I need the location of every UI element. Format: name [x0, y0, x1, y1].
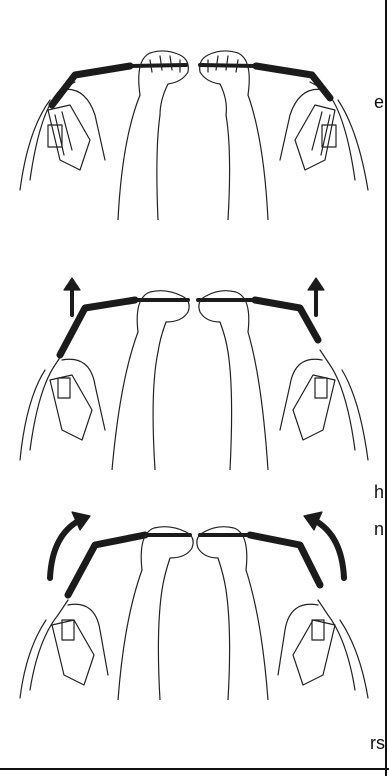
right-handle-bracket	[280, 350, 368, 460]
handle-bar	[52, 66, 330, 105]
curved-arrow-left	[50, 520, 80, 578]
illustration-step-1	[0, 20, 389, 220]
page-border-bottom	[0, 768, 389, 770]
cropped-text-rs: rs	[370, 734, 385, 752]
right-handle-bracket	[280, 82, 368, 190]
left-handle-bracket	[20, 350, 105, 460]
left-hand	[112, 291, 189, 470]
left-handle-bracket	[20, 600, 108, 698]
left-hand	[118, 527, 193, 700]
curved-arrow-right	[314, 520, 344, 578]
handle-bar	[68, 535, 320, 595]
right-handle-bracket	[278, 600, 368, 698]
right-hand	[200, 51, 268, 220]
left-hand	[118, 51, 188, 220]
illustration-step-2	[0, 270, 389, 470]
left-handle-bracket	[20, 82, 105, 190]
right-hand	[199, 291, 268, 470]
illustration-step-3	[0, 500, 389, 700]
cropped-text-h: h	[374, 483, 384, 501]
page-border-right	[385, 0, 387, 776]
right-hand	[197, 527, 268, 700]
